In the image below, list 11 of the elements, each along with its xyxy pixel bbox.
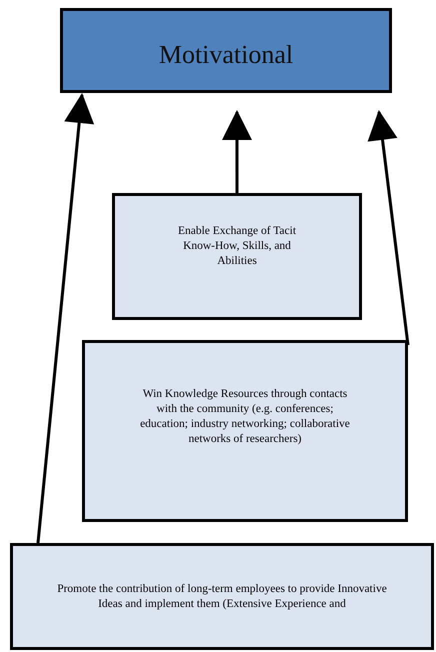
text-box xyxy=(60,8,392,93)
text-box xyxy=(10,543,434,650)
box-label: Win Knowledge Resources through contacts with the community (e.g. conferences; education; industry networking; collaborative networks of researchers) xyxy=(139,387,351,447)
arrow xyxy=(36,93,94,544)
box-label: Promote the contribution of long-term employees to provide Innovative Ideas and implement them (Extensive Experience and xyxy=(57,582,387,612)
text-box xyxy=(82,340,408,522)
arrow xyxy=(222,110,252,193)
text-box xyxy=(112,193,362,320)
box-label: Motivational xyxy=(158,39,294,71)
arrow xyxy=(368,110,410,346)
box-label: Enable Exchange of Tacit Know-How, Skills, and Abilities xyxy=(176,224,298,269)
